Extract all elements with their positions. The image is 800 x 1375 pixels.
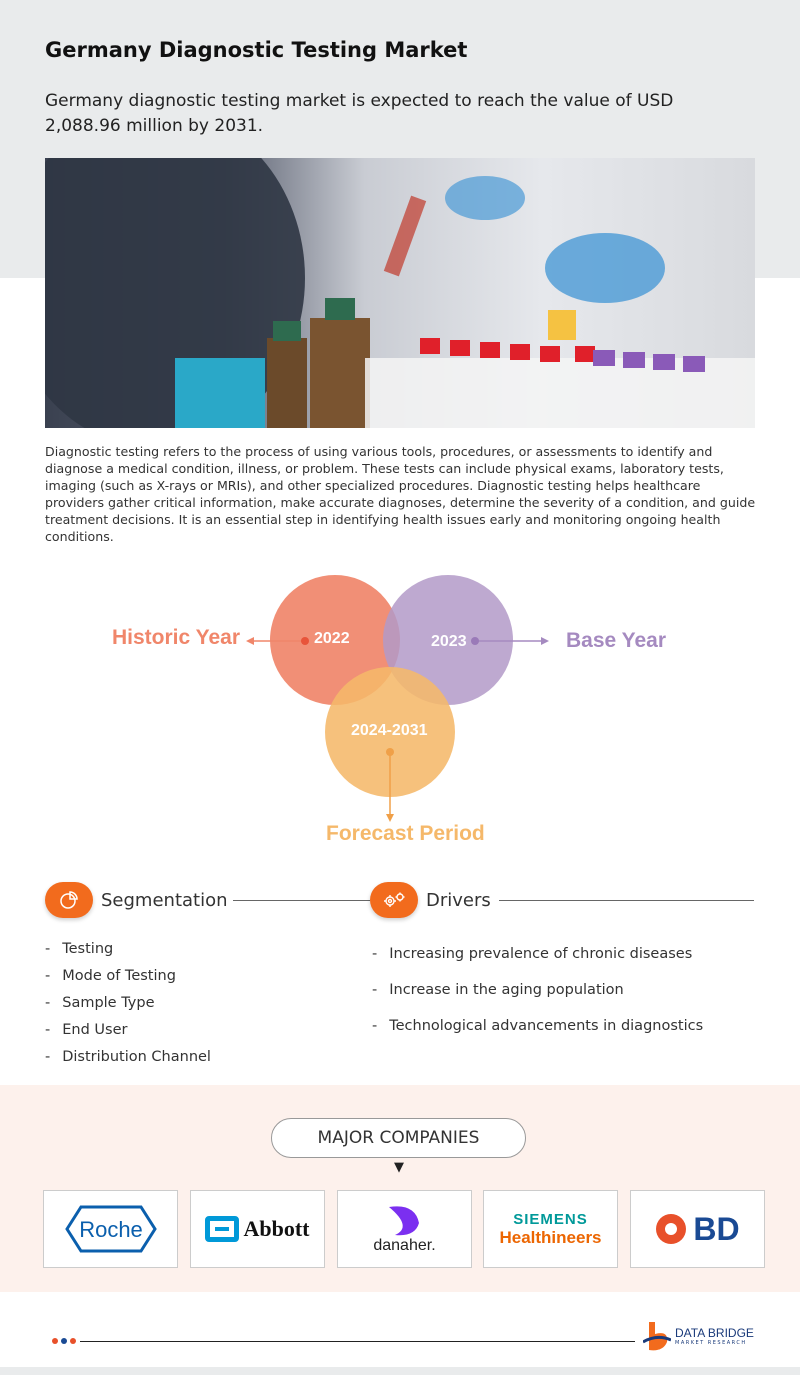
list-item: Increase in the aging population	[372, 972, 703, 1008]
list-item: Testing	[45, 936, 211, 963]
footer-logo: DATA BRIDGE MARKET RESEARCH	[643, 1320, 754, 1352]
danaher-logo-text: danaher.	[373, 1237, 436, 1254]
forecast-label: Forecast Period	[326, 822, 485, 845]
list-item: Sample Type	[45, 990, 211, 1017]
segmentation-list: Testing Mode of Testing Sample Type End …	[45, 936, 211, 1071]
brand-tagline: MARKET RESEARCH	[675, 1340, 747, 1346]
down-arrow-icon: ▼	[394, 1160, 404, 1175]
roche-logo-text: Roche	[79, 1217, 143, 1242]
list-item: Distribution Channel	[45, 1044, 211, 1071]
footer-divider	[80, 1341, 635, 1342]
bd-logo-text: BD	[693, 1210, 740, 1247]
description-paragraph: Diagnostic testing refers to the process…	[45, 444, 756, 544]
list-item: Increasing prevalence of chronic disease…	[372, 936, 703, 972]
forecast-years: 2024-2031	[351, 722, 428, 739]
divider	[499, 900, 754, 901]
bottom-band	[0, 1367, 800, 1375]
base-label: Base Year	[566, 629, 667, 652]
divider	[233, 900, 370, 901]
segmentation-header: Segmentation	[45, 882, 228, 918]
hero-image	[45, 158, 755, 428]
company-siemens-healthineers: SIEMENS Healthineers	[483, 1190, 618, 1268]
healthineers-logo-text: Healthineers	[499, 1227, 602, 1247]
abbott-logo-icon	[205, 1216, 240, 1242]
base-year: 2023	[431, 633, 467, 650]
siemens-logo-text: SIEMENS	[513, 1210, 588, 1228]
gears-icon	[370, 882, 418, 918]
abbott-logo-text: Abbott	[243, 1216, 310, 1241]
company-bd: BD	[630, 1190, 765, 1268]
historic-year: 2022	[314, 630, 350, 647]
pie-chart-icon	[45, 882, 93, 918]
timeline-venn: 2022 2023 2024-2031 Historic Year Base Y…	[0, 560, 800, 860]
list-item: Mode of Testing	[45, 963, 211, 990]
data-bridge-logo-icon	[643, 1322, 671, 1351]
company-danaher: danaher.	[337, 1190, 472, 1268]
list-item: Technological advancements in diagnostic…	[372, 1008, 703, 1044]
timeline-arrows	[246, 637, 549, 822]
drivers-title: Drivers	[426, 889, 491, 911]
segmentation-title: Segmentation	[101, 889, 228, 911]
company-roche: Roche	[43, 1190, 178, 1268]
historic-label: Historic Year	[112, 626, 241, 649]
bd-logo-icon	[656, 1214, 687, 1244]
list-item: End User	[45, 1017, 211, 1044]
company-abbott: Abbott	[190, 1190, 325, 1268]
danaher-logo-icon	[388, 1206, 419, 1236]
page-subtitle: Germany diagnostic testing market is exp…	[45, 91, 674, 136]
drivers-header: Drivers	[370, 882, 491, 918]
footer-dots	[52, 1338, 76, 1344]
page-title: Germany Diagnostic Testing Market	[45, 38, 468, 62]
major-companies-title: MAJOR COMPANIES	[271, 1118, 526, 1158]
drivers-list: Increasing prevalence of chronic disease…	[372, 936, 703, 1044]
brand-name: DATA BRIDGE	[675, 1326, 754, 1340]
